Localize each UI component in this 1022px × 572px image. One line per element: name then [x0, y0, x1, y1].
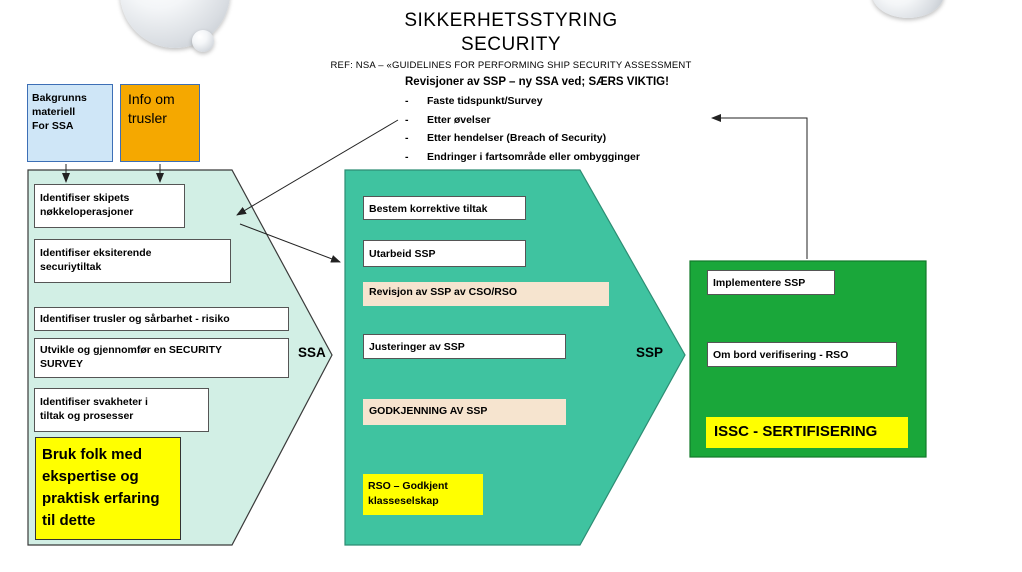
reference-line: REF: NSA – «GUIDELINES FOR PERFORMING SH… [330, 60, 692, 71]
list-item: -Faste tidspunkt/Survey [405, 95, 543, 107]
ssa-expertise-note: Bruk folk med ekspertise og praktisk erf… [35, 437, 181, 540]
threat-info-box: Info om trusler [120, 84, 200, 162]
issc-step: Om bord verifisering - RSO [707, 342, 897, 367]
ssp-step: Utarbeid SSP [363, 240, 526, 267]
list-item: -Endringer i fartsområde eller ombygging… [405, 150, 640, 163]
droplet-decoration [192, 30, 214, 52]
slide-subtitle: SECURITY [460, 34, 562, 55]
ssp-step: Revisjon av SSP av CSO/RSO [363, 282, 609, 306]
issc-step: Implementere SSP [707, 270, 835, 295]
arrow-revisions-to-ssa [236, 119, 399, 216]
ssp-label: SSP [636, 345, 664, 360]
ssa-label: SSA [298, 345, 326, 360]
arrow-ssa-to-ssp [239, 223, 341, 263]
list-item: -Etter øvelser [405, 113, 491, 126]
ssp-step: Bestem korrektive tiltak [363, 196, 526, 220]
issc-certification: ISSC - SERTIFISERING [706, 417, 908, 448]
ssp-step: Justeringer av SSP [363, 334, 566, 359]
ssa-step: Identifiser trusler og sårbarhet - risik… [34, 307, 289, 331]
background-material-box: Bakgrunns materiell For SSA [27, 84, 113, 162]
ssp-step: GODKJENNING AV SSP [363, 399, 566, 425]
arrow-feedback [711, 114, 808, 259]
slide-title: SIKKERHETSSTYRING [404, 10, 618, 31]
revisions-heading: Revisjoner av SSP – ny SSA ved; SÆRS VIK… [405, 76, 669, 88]
revisions-list: -Faste tidspunkt/Survey -Etter øvelser -… [405, 95, 640, 169]
ssp-rso-note: RSO – Godkjent klasseselskap [363, 474, 483, 515]
droplet-decoration [872, 0, 944, 18]
list-item: -Etter hendelser (Breach of Security) [405, 132, 607, 144]
